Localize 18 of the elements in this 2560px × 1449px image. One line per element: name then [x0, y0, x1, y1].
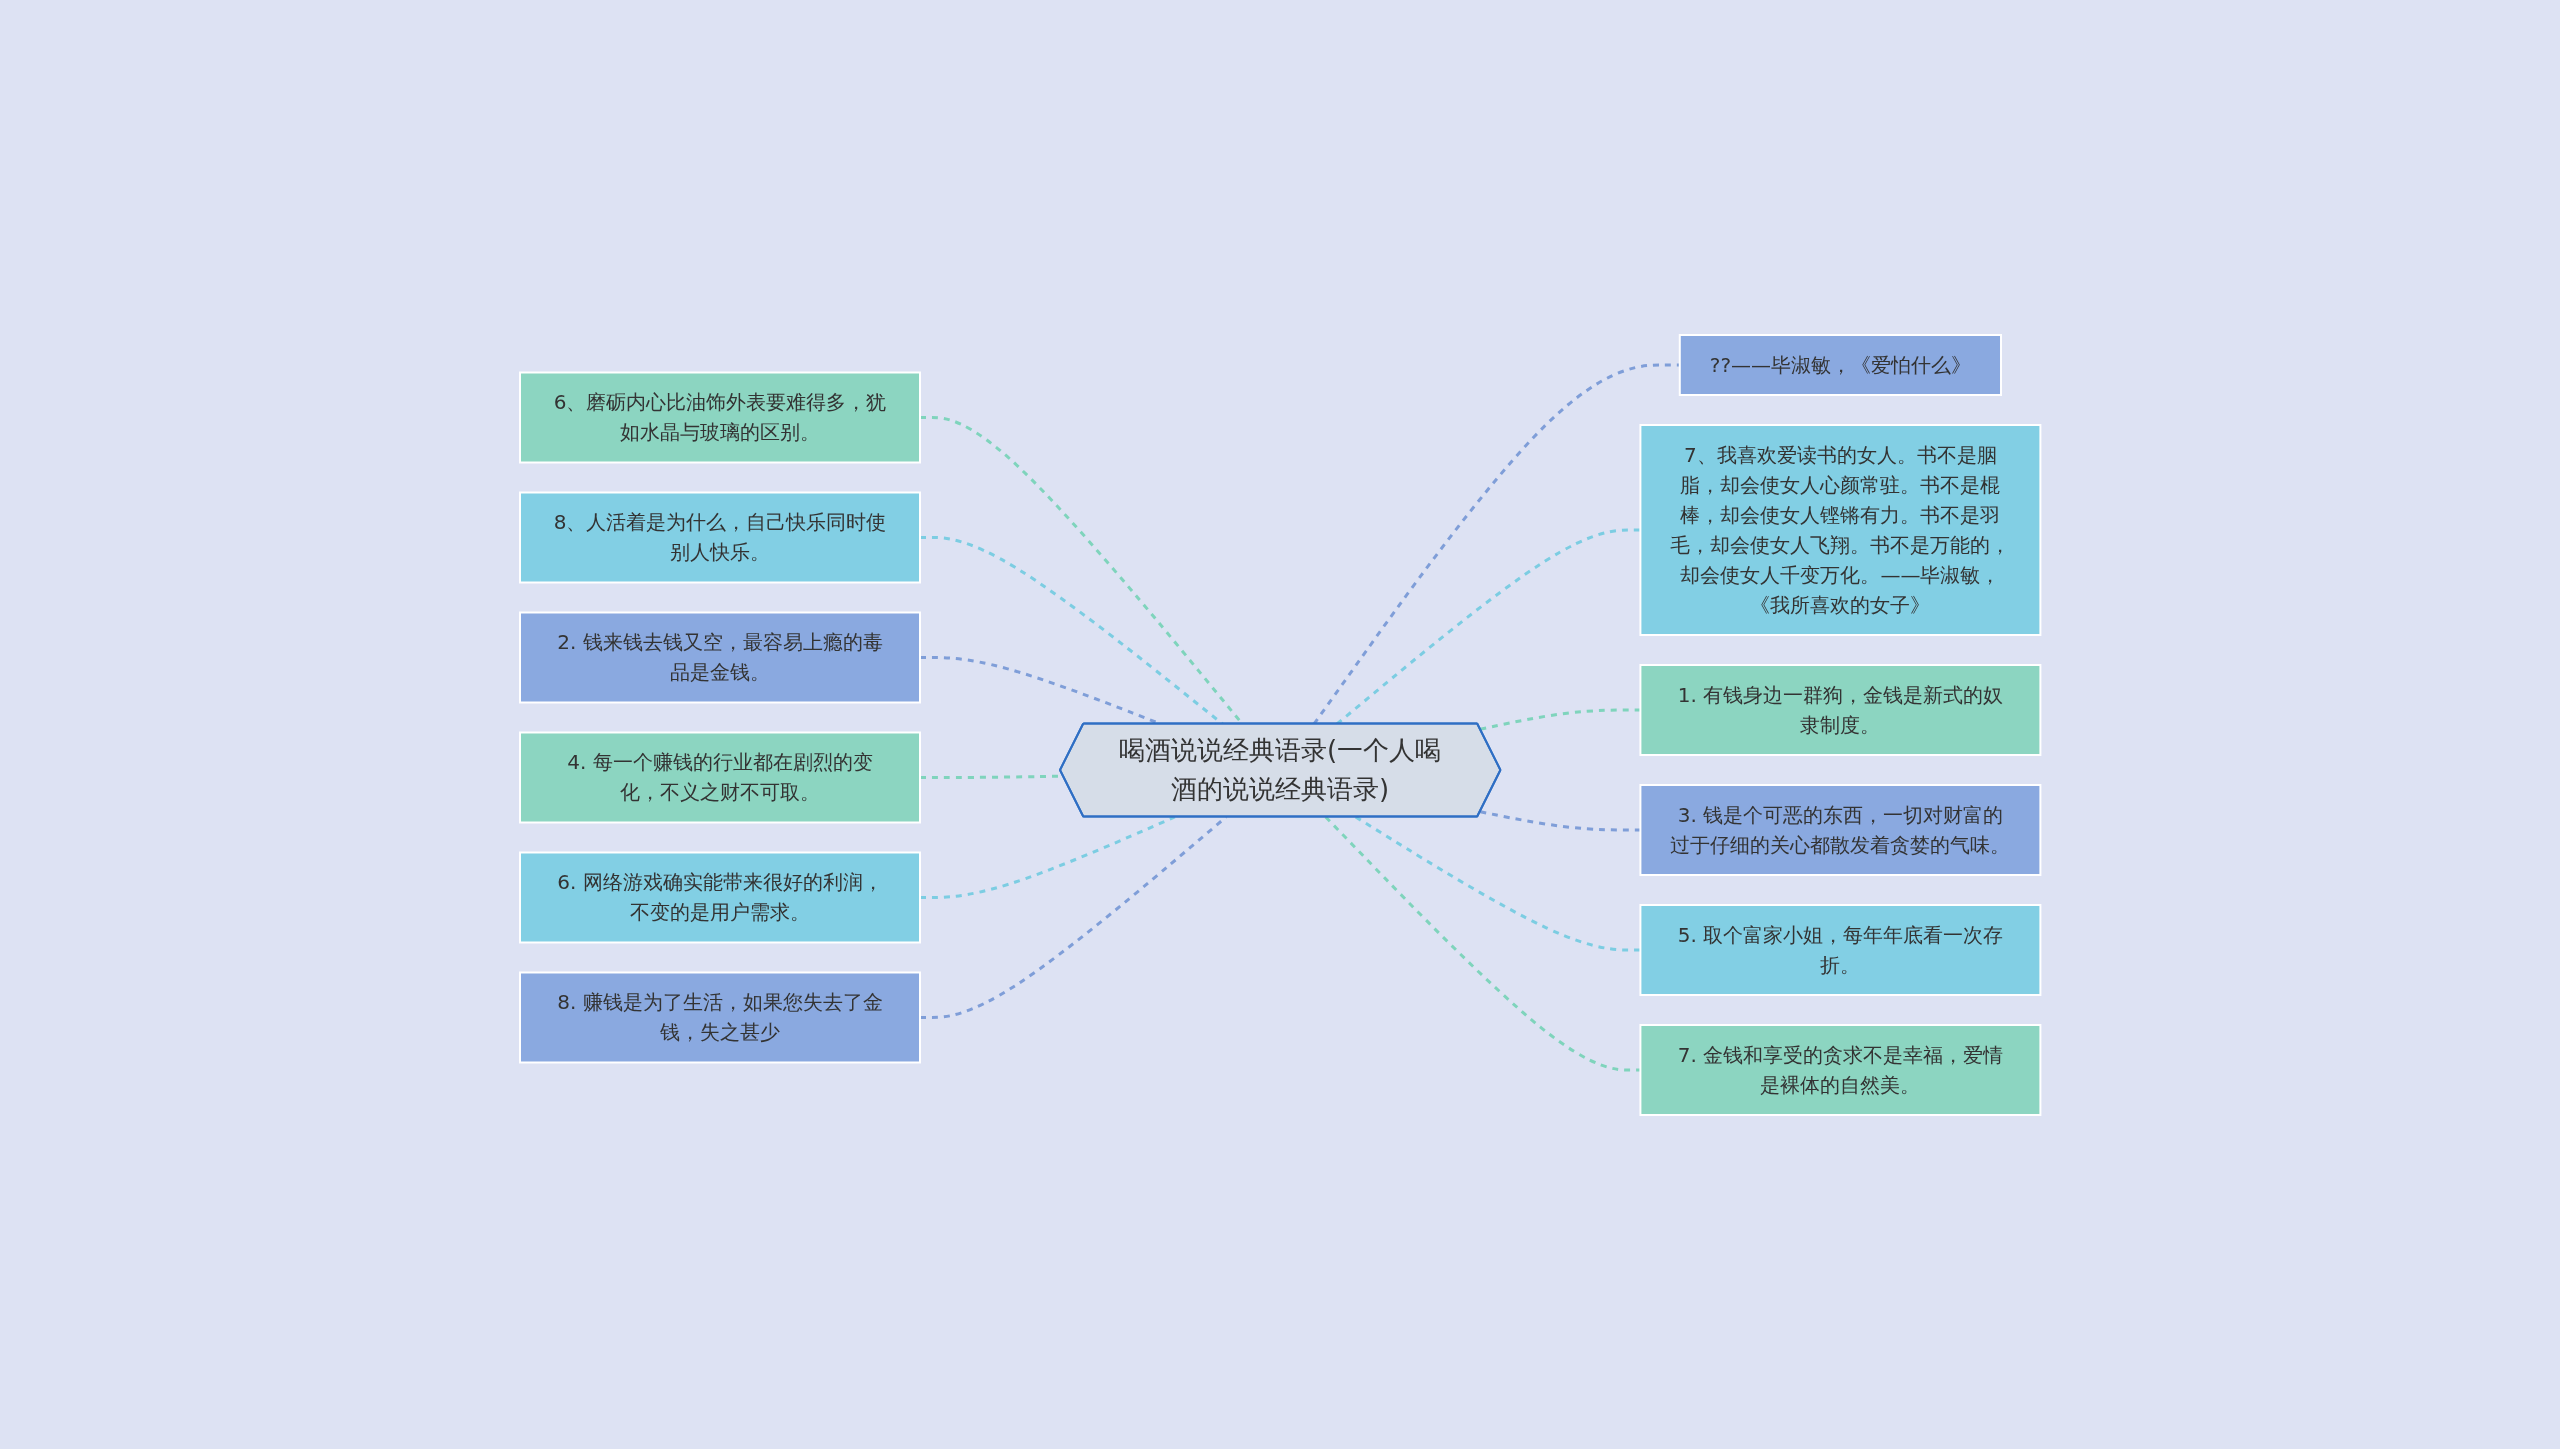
node-box: 8. 赚钱是为了生活，如果您失去了金钱，失之甚少	[518, 971, 921, 1063]
connector	[1354, 815, 1641, 951]
node-box: 6、磨砺内心比油饰外表要难得多，犹如水晶与玻璃的区别。	[518, 371, 921, 463]
node-box: 4. 每一个赚钱的行业都在剧烈的变化，不义之财不可取。	[518, 731, 921, 823]
node-box: ??——毕淑敏，《爱怕什么》	[1678, 333, 2002, 396]
connector	[1324, 815, 1641, 1071]
node-box: 8、人活着是为什么，自己快乐同时使别人快乐。	[518, 491, 921, 583]
node-box: 7、我喜欢爱读书的女人。书不是胭脂，却会使女人心颜常驻。书不是棍棒，却会使女人铿锵有力。书不是羽毛，却会使女人飞翔。书不是万能的，却会使女人千变万化。——毕淑敏，《我所喜欢的女子》	[1639, 423, 2042, 636]
node-box: 7. 金钱和享受的贪求不是幸福，爱情是裸体的自然美。	[1639, 1023, 2042, 1116]
node-box: 5. 取个富家小姐，每年年底看一次存折。	[1639, 903, 2042, 996]
connector	[1479, 708, 1641, 731]
node-box: 6. 网络游戏确实能带来很好的利润，不变的是用户需求。	[518, 851, 921, 943]
connector	[919, 815, 1176, 899]
node-box: 1. 有钱身边一群狗，金钱是新式的奴隶制度。	[1639, 663, 2042, 756]
node-box: 3. 钱是个可恶的东西，一切对财富的过于仔细的关心都散发着贪婪的气味。	[1639, 783, 2042, 876]
node-box: 2. 钱来钱去钱又空，最容易上瘾的毒品是金钱。	[518, 611, 921, 703]
connector	[919, 815, 1227, 1019]
connector	[1479, 809, 1641, 831]
